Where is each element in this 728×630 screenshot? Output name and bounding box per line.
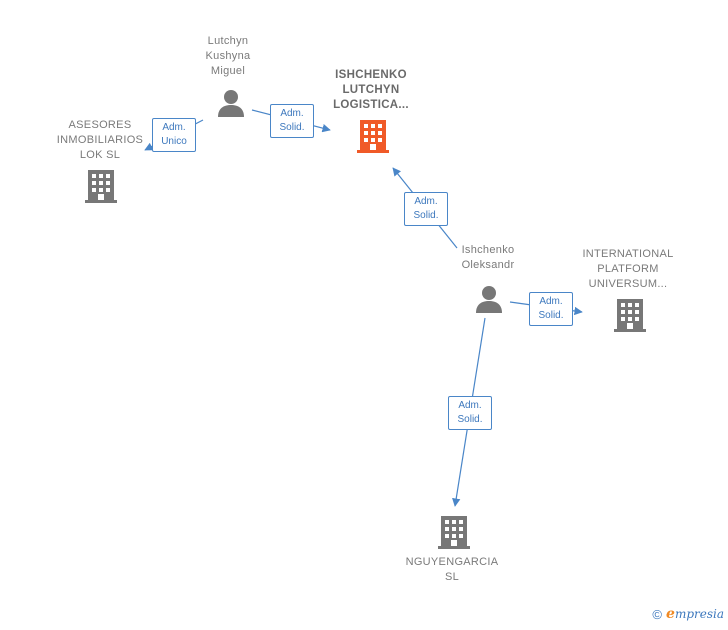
footer-brand: © empresia xyxy=(652,606,724,622)
company-label-ishchenko-lutchyn[interactable]: ISHCHENKO LUTCHYN LOGISTICA... xyxy=(333,69,409,111)
company-label-asesores[interactable]: ASESORES INMOBILIARIOS LOK SL xyxy=(56,119,144,161)
building-icon[interactable] xyxy=(614,297,646,338)
edge-label-adm-solid[interactable]: Adm. Solid. xyxy=(404,192,448,226)
edge-label-adm-solid[interactable]: Adm. Solid. xyxy=(448,396,492,430)
company-label-nguyengarcia[interactable]: NGUYENGARCIA SL xyxy=(405,556,499,583)
person-icon[interactable] xyxy=(474,284,504,319)
edge-label-adm-solid[interactable]: Adm. Solid. xyxy=(270,104,314,138)
person-label-lutchyn[interactable]: Lutchyn Kushyna Miguel xyxy=(205,35,251,77)
brand-logo[interactable]: empresia xyxy=(666,606,724,622)
company-label-international[interactable]: INTERNATIONAL PLATFORM UNIVERSUM... xyxy=(582,248,674,290)
person-icon[interactable] xyxy=(216,88,246,123)
building-icon[interactable] xyxy=(85,168,117,209)
edge-label-adm-solid[interactable]: Adm. Solid. xyxy=(529,292,573,326)
building-icon-focus[interactable] xyxy=(357,118,389,159)
person-label-oleksandr[interactable]: Ishchenko Oleksandr xyxy=(461,244,515,271)
edge-label-adm-unico[interactable]: Adm. Unico xyxy=(152,118,196,152)
copyright-icon: © xyxy=(652,606,663,622)
building-icon[interactable] xyxy=(438,514,470,555)
